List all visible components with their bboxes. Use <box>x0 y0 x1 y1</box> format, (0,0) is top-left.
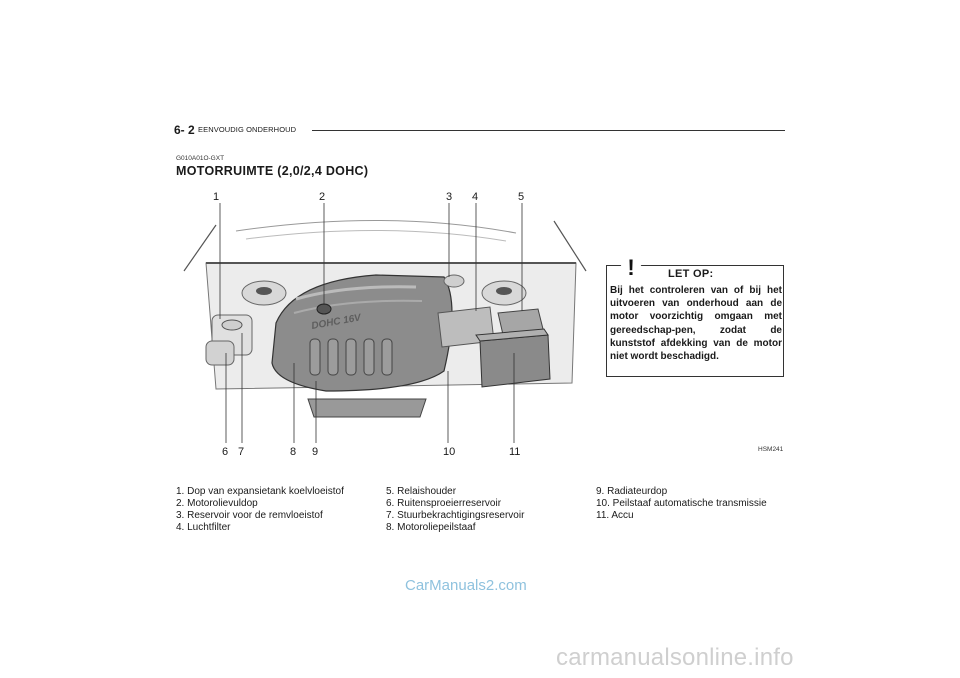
callout-3: 3 <box>446 191 453 203</box>
legend-item-6: 6. Ruitensproeierreservoir <box>386 498 502 509</box>
exclamation-triangle-icon: ! <box>614 249 648 279</box>
watermark-link[interactable]: CarManuals2.com <box>405 577 527 594</box>
warning-text: Bij het controleren van of bij het uitvo… <box>610 285 782 363</box>
callout-8: 8 <box>290 446 297 458</box>
callout-9: 9 <box>312 446 319 458</box>
page-title: MOTORRUIMTE (2,0/2,4 DOHC) <box>176 164 369 178</box>
legend-item-5: 5. Relaishouder <box>386 486 457 497</box>
legend-column-2: 5. Relaishouder 6. Ruitensproeierreservo… <box>386 486 524 534</box>
callout-6: 6 <box>222 446 229 458</box>
callout-1: 1 <box>213 191 220 203</box>
header-rule <box>312 130 785 131</box>
svg-text:!: ! <box>627 255 634 279</box>
legend-item-1: 1. Dop van expansietank koelvloeistof <box>176 486 344 497</box>
warning-box <box>606 265 784 377</box>
engine-bay-illustration: DOHC 16V <box>183 203 587 443</box>
legend-item-3: 3. Reservoir voor de remvloeistof <box>176 510 323 521</box>
legend-item-2: 2. Motorolievuldop <box>176 498 258 509</box>
section-code: G010A01O-GXT <box>176 155 225 162</box>
page-number: 6- 2 <box>174 123 195 137</box>
watermark-footer: carmanualsonline.info <box>556 644 794 671</box>
warning-title: LET OP: <box>668 268 714 280</box>
legend-item-8: 8. Motoroliepeilstaaf <box>386 522 476 533</box>
callout-10: 10 <box>443 446 456 458</box>
legend-item-10: 10. Peilstaaf automatische transmissie <box>596 498 767 509</box>
legend-item-4: 4. Luchtfilter <box>176 522 231 533</box>
callout-7: 7 <box>238 446 245 458</box>
callout-4: 4 <box>472 191 479 203</box>
figure-code: HSM241 <box>758 446 784 453</box>
section-header: EENVOUDIG ONDERHOUD <box>198 125 297 134</box>
callout-11: 11 <box>509 446 521 458</box>
legend-item-9: 9. Radiateurdop <box>596 486 668 497</box>
legend-item-7: 7. Stuurbekrachtigingsreservoir <box>386 510 525 521</box>
legend-column-1: 1. Dop van expansietank koelvloeistof 2.… <box>176 486 344 534</box>
callout-2: 2 <box>319 191 326 203</box>
callout-5: 5 <box>518 191 525 203</box>
legend-item-11: 11. Accu <box>596 510 634 521</box>
legend-column-3: 9. Radiateurdop 10. Peilstaaf automatisc… <box>596 486 767 522</box>
